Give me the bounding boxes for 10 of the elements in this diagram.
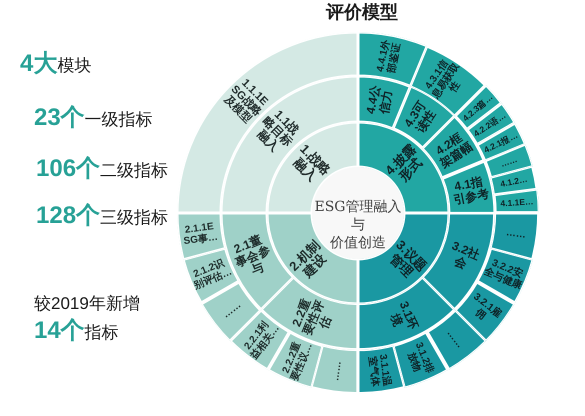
statistic-text: 23个一级指标: [34, 104, 153, 133]
sunburst-segment: ……: [311, 345, 358, 394]
sunburst-segment: ……: [490, 213, 539, 260]
title: 评价模型: [326, 1, 398, 23]
statistic-text: 106个二级指标: [36, 155, 168, 184]
statistic-text: 14个指标: [34, 317, 119, 346]
sunburst-segment: 4.4.1外部鉴证: [358, 32, 428, 86]
statistic-text: 4大模块: [20, 50, 92, 79]
note-text: 较2019年新增: [34, 293, 140, 315]
statistic-text: 128个三级指标: [36, 202, 168, 231]
